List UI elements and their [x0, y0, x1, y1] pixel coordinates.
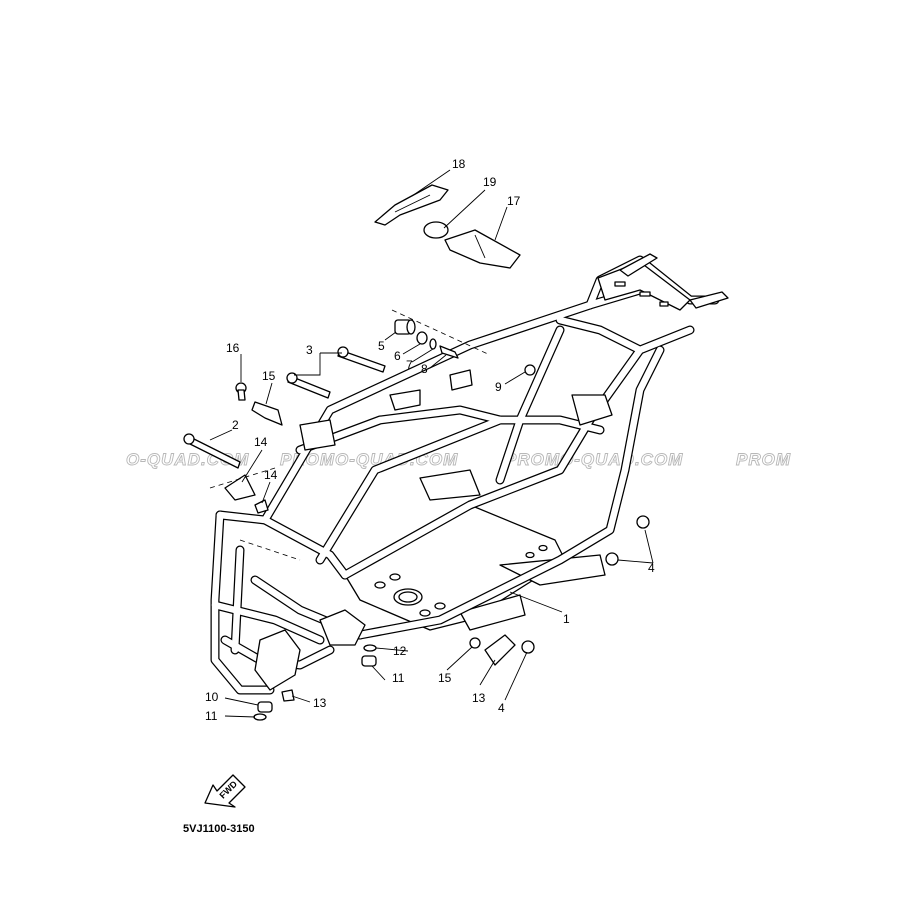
callout-5: 5	[378, 339, 385, 353]
part-17-tool-bag	[444, 229, 521, 269]
part-5-damper	[394, 319, 416, 335]
part-11-washer	[363, 644, 377, 652]
callout-13: 14	[254, 435, 268, 449]
engine-mount-gusset	[571, 394, 613, 426]
rear-top-tube-left	[619, 253, 658, 277]
callout-2: 2	[232, 418, 239, 432]
rear-top-tube-right	[689, 291, 729, 309]
callout-labels: 18 19 17 3 5 6 7 8 9 16 15 2 14 14 4 1 1…	[205, 157, 655, 723]
part-18-tool-bag-strap	[374, 184, 449, 226]
callout-4-rear: 4	[498, 701, 505, 715]
callout-18: 18	[452, 157, 466, 171]
callout-12: 13	[313, 696, 327, 710]
part-12-clip	[281, 689, 295, 702]
fwd-arrow-icon: FWD	[204, 774, 246, 808]
part-8-bolt	[439, 345, 459, 359]
callout-9: 9	[495, 380, 502, 394]
part-7-washer	[429, 338, 437, 350]
part-9-nut	[524, 364, 536, 376]
part-4-nuts	[521, 515, 650, 654]
rear-crossmember-slots	[614, 281, 669, 307]
part-10-grommet	[361, 655, 377, 667]
handlebar-mount-bracket	[299, 419, 336, 451]
front-right-suspension-bracket	[319, 609, 366, 646]
part-6-collar	[416, 331, 428, 345]
callout-19: 19	[483, 175, 497, 189]
callout-4-right: 4	[648, 561, 655, 575]
part-13-bracket-rear	[484, 634, 516, 666]
drawing-code: 5VJ1100-3150	[183, 823, 255, 835]
callout-6: 6	[394, 349, 401, 363]
part-3-bolts	[286, 346, 386, 399]
watermark-text-3: PROMO-QUAD.COM	[505, 450, 683, 469]
callout-15: 15	[262, 369, 276, 383]
seat-bracket-right	[449, 369, 473, 391]
part-11-washer-front	[253, 713, 267, 721]
part-19-o-ring	[423, 221, 449, 239]
part-16-bolt	[235, 382, 247, 401]
callout-14: 14	[264, 468, 278, 482]
callout-14-rear: 15	[438, 671, 452, 685]
seat-bracket-left	[389, 389, 421, 411]
callout-11-center: 12	[393, 644, 407, 658]
callout-7: 7	[406, 358, 413, 372]
callout-8: 8	[421, 362, 428, 376]
lower-front-plate	[459, 594, 526, 631]
dashed-locator-lines	[209, 309, 491, 561]
watermark-text-4: PROM	[736, 450, 791, 469]
leader-lines	[209, 169, 654, 718]
main-frame	[210, 253, 729, 695]
callout-1: 1	[563, 612, 570, 626]
callout-10-center: 11	[392, 671, 405, 685]
part-2-bolt	[183, 433, 241, 469]
callout-3: 3	[306, 343, 313, 357]
callout-16: 16	[226, 341, 240, 355]
callout-11-front: 11	[205, 709, 218, 723]
part-14-bolt	[254, 499, 269, 514]
callout-17: 17	[507, 194, 521, 208]
left-footrest-bracket	[419, 469, 481, 501]
callout-10-front: 10	[205, 690, 219, 704]
part-14-bolt-rear	[469, 637, 481, 649]
floor-pan-holes	[374, 544, 548, 617]
callout-13-rear: 13	[472, 691, 486, 705]
part-10-grommet-front	[257, 701, 273, 713]
front-left-suspension-bracket	[254, 629, 301, 691]
part-15-bracket	[251, 401, 283, 426]
